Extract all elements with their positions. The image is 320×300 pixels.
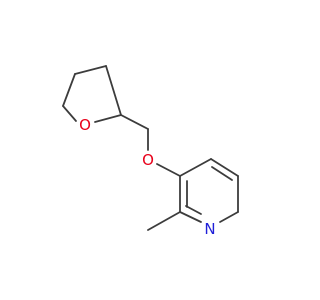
pyridine-ring <box>179 158 239 223</box>
bond-py-c4-c5-inner <box>211 166 233 181</box>
molecule-canvas: O O N <box>62 65 239 238</box>
bond-ring-ch2 <box>120 114 149 130</box>
bond-thf-c5-o <box>94 114 122 123</box>
ring-oxygen-label: O <box>79 116 91 134</box>
bond-py-n-c2-a <box>179 211 202 223</box>
linker <box>120 114 181 177</box>
bond-py-c3-c4 <box>179 158 212 177</box>
bond-methyl <box>147 211 181 231</box>
ether-oxygen-label: O <box>142 151 154 169</box>
bond-thf-o-c2 <box>62 105 77 122</box>
bond-py-c6-n <box>219 211 239 223</box>
bond-py-c4-c5-outer <box>210 158 239 177</box>
pyridine-nitrogen-label: N <box>204 220 215 238</box>
bond-thf-c2-c3 <box>62 73 76 107</box>
bond-py-n-c2-b <box>185 205 202 215</box>
bond-thf-c4-c5 <box>105 65 122 116</box>
bond-thf-c3-c4 <box>74 65 107 75</box>
thf-ring <box>62 65 122 123</box>
bond-ether-o-pyridine <box>156 163 181 177</box>
molecule-structure: O O N <box>62 65 239 238</box>
